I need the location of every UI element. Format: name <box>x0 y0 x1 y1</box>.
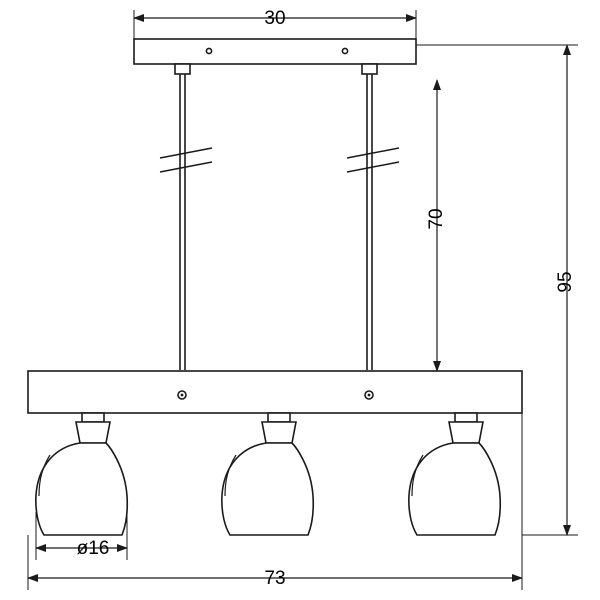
canopy-width-dimension-label: 30 <box>264 8 285 29</box>
lamp-shade-left <box>35 412 129 536</box>
lamp-shade-right <box>408 412 502 536</box>
lamp-bar <box>27 370 523 414</box>
shade-diameter-dimension-label: ø16 <box>77 538 110 559</box>
ceiling-canopy <box>133 38 417 65</box>
suspension-height-dimension-label: 70 <box>426 208 447 229</box>
lamp-shade-middle <box>221 412 315 536</box>
right-suspension-rod <box>346 63 400 370</box>
bar-width-dimension-label: 73 <box>264 568 285 589</box>
left-suspension-rod <box>159 63 213 370</box>
dimension-lines <box>27 14 571 582</box>
total-height-dimension-label: 95 <box>555 271 576 292</box>
